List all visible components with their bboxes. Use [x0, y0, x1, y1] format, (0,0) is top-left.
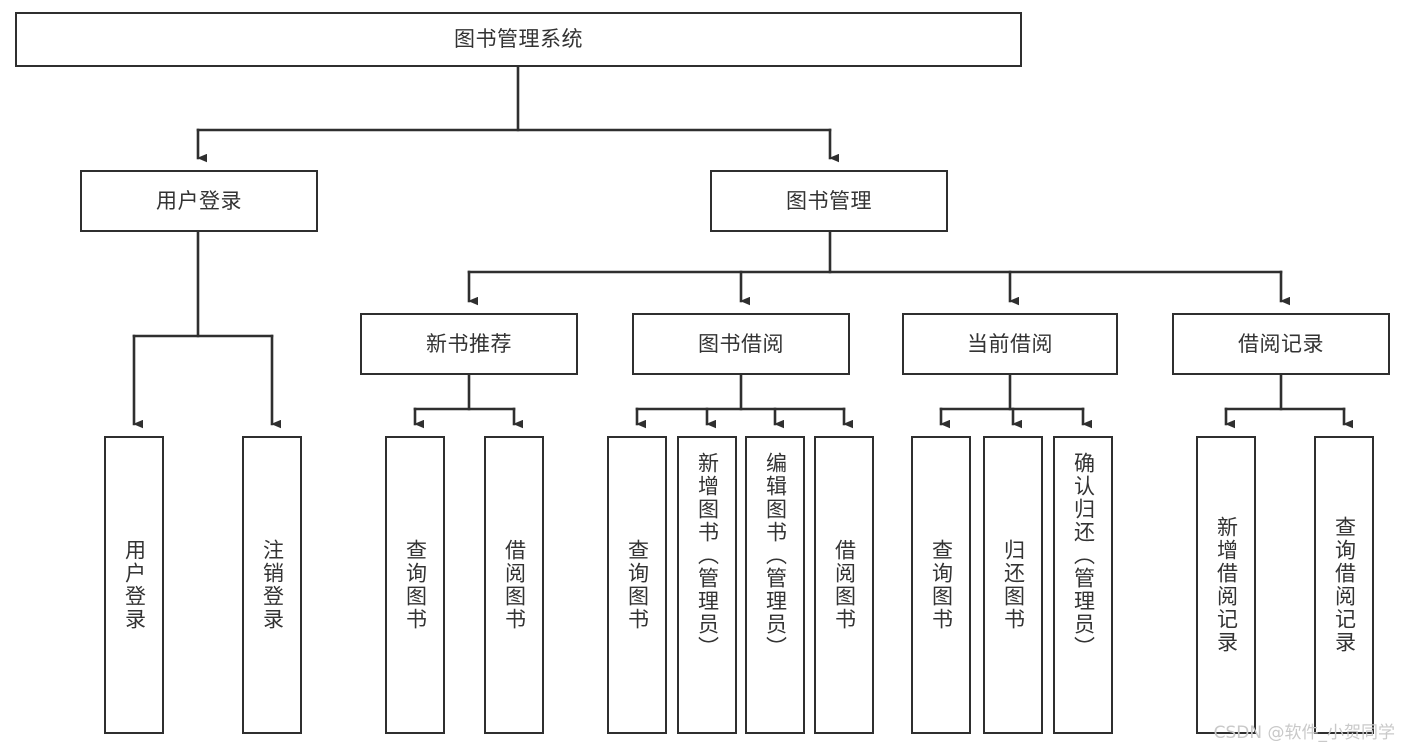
node-book-manage[interactable]: 图书管理 — [710, 170, 948, 232]
leaf-query-record-label: 查询借阅记录 — [1332, 516, 1357, 654]
node-current-borrow-label: 当前借阅 — [967, 331, 1053, 356]
node-book-borrow[interactable]: 图书借阅 — [632, 313, 850, 375]
leaf-borrow-book-2-label: 借阅图书 — [832, 539, 857, 631]
node-root-label: 图书管理系统 — [454, 27, 583, 52]
leaf-confirm-return-label: 确认归还（管理员） — [1071, 452, 1096, 659]
leaf-query-book-3[interactable]: 查询图书 — [911, 436, 971, 734]
node-new-book-recommend-label: 新书推荐 — [426, 331, 512, 356]
leaf-user-login-label: 用户登录 — [122, 539, 147, 631]
leaf-add-record[interactable]: 新增借阅记录 — [1196, 436, 1256, 734]
node-book-borrow-label: 图书借阅 — [698, 331, 784, 356]
leaf-add-book[interactable]: 新增图书（管理员） — [677, 436, 737, 734]
leaf-add-record-label: 新增借阅记录 — [1214, 516, 1239, 654]
leaf-query-record[interactable]: 查询借阅记录 — [1314, 436, 1374, 734]
leaf-edit-book-label: 编辑图书（管理员） — [763, 452, 788, 659]
node-new-book-recommend[interactable]: 新书推荐 — [360, 313, 578, 375]
leaf-borrow-book-1-label: 借阅图书 — [502, 539, 527, 631]
leaf-query-book-1[interactable]: 查询图书 — [385, 436, 445, 734]
node-book-manage-label: 图书管理 — [786, 188, 872, 213]
leaf-borrow-book-1[interactable]: 借阅图书 — [484, 436, 544, 734]
node-root[interactable]: 图书管理系统 — [15, 12, 1022, 67]
node-borrow-record-label: 借阅记录 — [1238, 331, 1324, 356]
node-user-login-label: 用户登录 — [156, 188, 242, 213]
leaf-add-book-label: 新增图书（管理员） — [695, 452, 720, 659]
leaf-query-book-2[interactable]: 查询图书 — [607, 436, 667, 734]
leaf-return-book-label: 归还图书 — [1001, 539, 1026, 631]
leaf-return-book[interactable]: 归还图书 — [983, 436, 1043, 734]
leaf-user-login[interactable]: 用户登录 — [104, 436, 164, 734]
node-user-login[interactable]: 用户登录 — [80, 170, 318, 232]
leaf-confirm-return[interactable]: 确认归还（管理员） — [1053, 436, 1113, 734]
leaf-borrow-book-2[interactable]: 借阅图书 — [814, 436, 874, 734]
leaf-query-book-1-label: 查询图书 — [403, 539, 428, 631]
leaf-query-book-2-label: 查询图书 — [625, 539, 650, 631]
node-current-borrow[interactable]: 当前借阅 — [902, 313, 1118, 375]
node-borrow-record[interactable]: 借阅记录 — [1172, 313, 1390, 375]
leaf-query-book-3-label: 查询图书 — [929, 539, 954, 631]
leaf-user-logout-label: 注销登录 — [260, 539, 285, 631]
leaf-edit-book[interactable]: 编辑图书（管理员） — [745, 436, 805, 734]
leaf-user-logout[interactable]: 注销登录 — [242, 436, 302, 734]
